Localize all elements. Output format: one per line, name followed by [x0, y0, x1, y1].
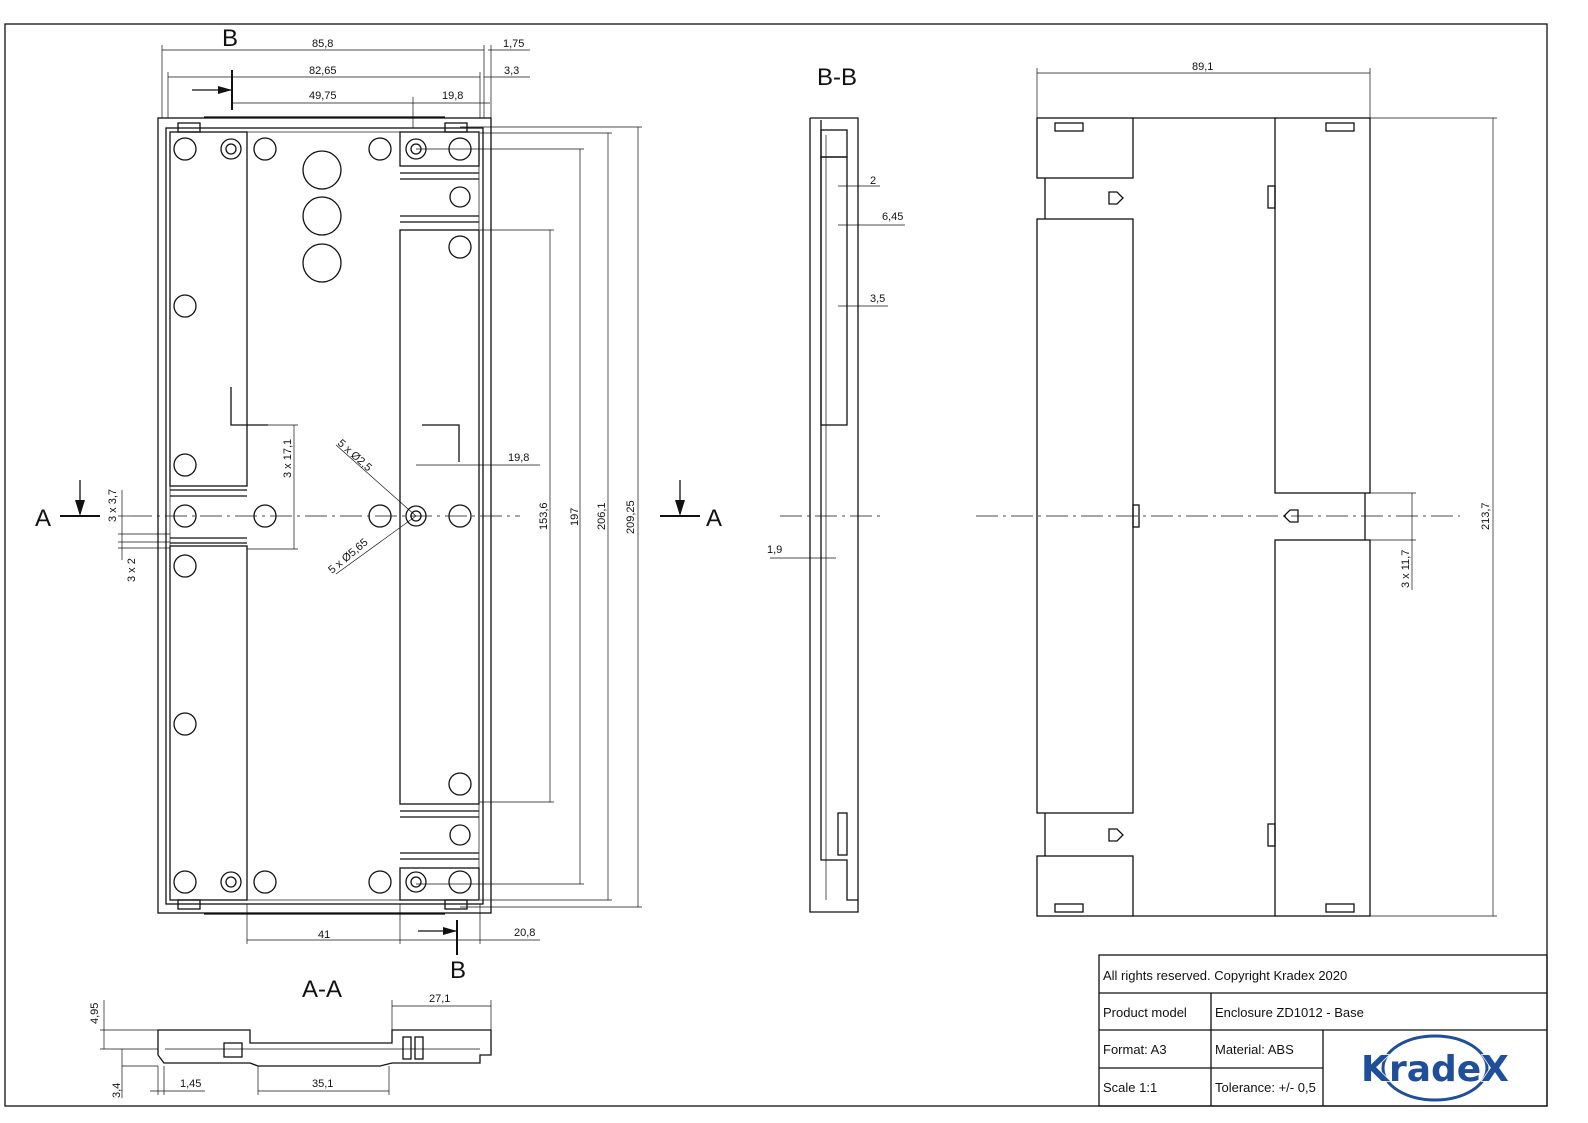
dim-197: 197	[569, 508, 581, 526]
kradex-logo-text: KradeX	[1361, 1049, 1509, 1090]
dim-20-8: 20,8	[514, 927, 535, 939]
dim-3x11-7: 3 x 11,7	[1400, 550, 1412, 588]
side-view	[976, 68, 1497, 917]
dim-41: 41	[318, 929, 330, 941]
section-marker-a-left: A	[35, 505, 51, 532]
section-aa-view	[100, 1000, 492, 1098]
dim-bb-3-5: 3,5	[870, 293, 885, 305]
dim-holes-2-5: 5 x Ø2,5	[335, 437, 374, 474]
dim-bb-6-45: 6,45	[882, 211, 903, 223]
dim-1-75: 1,75	[503, 38, 524, 50]
dim-bb-2: 2	[870, 175, 876, 187]
dim-aa-3-4: 3,4	[111, 1083, 123, 1098]
dim-89-1: 89,1	[1192, 61, 1213, 73]
tolerance-text: Tolerance: +/- 0,5	[1215, 1080, 1316, 1095]
drawing-frame	[4, 23, 1548, 1107]
dim-3x2: 3 x 2	[126, 558, 138, 582]
dim-19-8-mid: 19,8	[508, 452, 529, 464]
section-marker-top: B	[222, 25, 238, 52]
dim-aa-35-1: 35,1	[312, 1078, 333, 1090]
section-bb-title: B-B	[817, 64, 857, 91]
dim-bb-1-9: 1,9	[767, 544, 782, 556]
dim-82-65: 82,65	[309, 65, 337, 77]
title-block	[1098, 954, 1548, 1107]
scale-text: Scale 1:1	[1103, 1080, 1157, 1095]
dim-3x17-1: 3 x 17,1	[282, 439, 294, 478]
dim-aa-4-95: 4,95	[89, 1003, 101, 1024]
kradex-logo: KradeX	[1360, 1034, 1510, 1102]
copyright-text: All rights reserved. Copyright Kradex 20…	[1103, 968, 1347, 983]
product-model-value: Enclosure ZD1012 - Base	[1215, 1005, 1364, 1020]
section-aa-title: A-A	[302, 976, 342, 1003]
dim-209-25: 209,25	[625, 500, 637, 534]
dim-49-75: 49,75	[309, 90, 337, 102]
dim-aa-27-1: 27,1	[429, 993, 450, 1005]
dim-19-8-top: 19,8	[442, 90, 463, 102]
top-view	[60, 45, 700, 955]
product-model-label: Product model	[1103, 1005, 1187, 1020]
dim-3x3-7: 3 x 3,7	[107, 489, 119, 522]
section-bb-view	[770, 117, 905, 913]
dim-85-8: 85,8	[312, 38, 333, 50]
material-text: Material: ABS	[1215, 1042, 1294, 1057]
section-marker-bottom: B	[450, 957, 466, 984]
dim-holes-5-65: 5 x Ø5,65	[326, 536, 370, 576]
dim-153-6: 153,6	[538, 502, 550, 530]
dim-213-7: 213,7	[1480, 502, 1492, 530]
dim-aa-1-45: 1,45	[180, 1078, 201, 1090]
format-text: Format: A3	[1103, 1042, 1167, 1057]
dim-3-3: 3,3	[504, 65, 519, 77]
section-marker-a-right: A	[706, 505, 722, 532]
dim-206-1: 206,1	[596, 502, 608, 530]
